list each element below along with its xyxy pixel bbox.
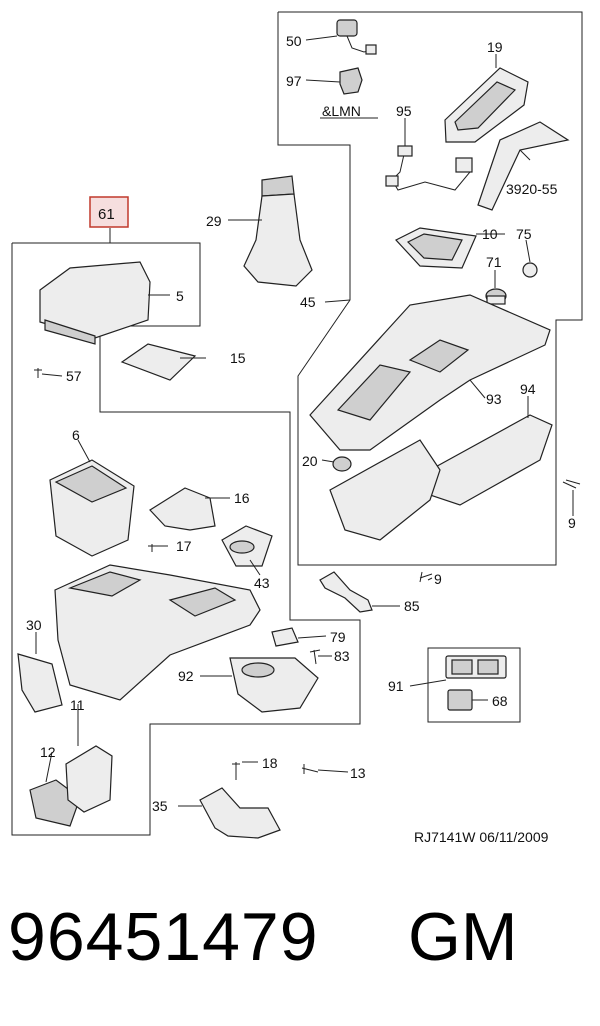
callout-labels: 50 97 &LMN 95 19 3920-55 61 29 10 75 5 7… (26, 33, 576, 845)
side-cover-94-part (429, 414, 553, 506)
callout-16: 16 (234, 490, 250, 506)
clip-79-part (271, 627, 299, 647)
shift-boot-29-part (243, 175, 313, 287)
callout-13: 13 (350, 765, 366, 781)
callout-79: 79 (330, 629, 346, 645)
callout-5: 5 (176, 288, 184, 304)
shift-bezel-19-part (444, 67, 529, 143)
callout-lmn: &LMN (322, 103, 361, 119)
console-93-part (309, 294, 551, 451)
callout-30: 30 (26, 617, 42, 633)
part-number: 96451479 (8, 899, 319, 975)
wire-harness-95-part (385, 145, 473, 191)
callout-15: 15 (230, 350, 246, 366)
drawing-reference: RJ7141W 06/11/2009 (414, 829, 549, 845)
callout-6: 6 (72, 427, 80, 443)
callout-12: 12 (40, 744, 56, 760)
callout-45: 45 (300, 294, 316, 310)
trim-3920-55-part (477, 121, 570, 211)
callout-11: 11 (70, 697, 85, 713)
callout-95: 95 (396, 103, 412, 119)
bracket-85-part (319, 571, 373, 613)
brand-name: GM (408, 899, 518, 975)
screw-57-part (34, 368, 42, 378)
plug-75-part (522, 262, 538, 278)
ring-20-part (332, 456, 352, 472)
callout-68: 68 (492, 693, 508, 709)
armrest-lid-5-part (39, 261, 151, 345)
screw-9a-part (562, 479, 581, 489)
console-lower-part (329, 439, 441, 541)
callout-50: 50 (286, 33, 302, 49)
cup-holder-92-part (229, 657, 319, 713)
ashtray-housing-11-part (65, 745, 113, 813)
callout-85: 85 (404, 598, 420, 614)
callout-18: 18 (262, 755, 278, 771)
highlight-61-box (89, 196, 129, 228)
callout-93: 93 (486, 391, 502, 407)
callout-97: 97 (286, 73, 302, 89)
callout-10: 10 (482, 226, 498, 242)
callout-71: 71 (486, 254, 502, 270)
callout-9-right: 9 (568, 515, 576, 531)
screw-18-part (232, 762, 240, 780)
callout-92: 92 (178, 668, 194, 684)
side-panel-30-part (17, 653, 63, 713)
cup-insert-10-part (395, 227, 477, 269)
screw-83-part (309, 649, 321, 665)
screw-13-part (301, 764, 319, 774)
pad-15-part (120, 343, 197, 381)
callout-20: 20 (302, 453, 318, 469)
callout-29: 29 (206, 213, 222, 229)
leader-lines (35, 35, 574, 807)
bracket-35-part (199, 787, 281, 839)
callout-19: 19 (487, 39, 503, 55)
switch-68-part (447, 689, 473, 711)
storage-bin-6-part (49, 459, 135, 557)
switch-box-frame (427, 647, 521, 723)
connector-50-part (336, 19, 377, 55)
switch-91-part (445, 655, 507, 679)
callout-91: 91 (388, 678, 404, 694)
screw-17-part (148, 544, 156, 552)
callout-43: 43 (254, 575, 270, 591)
callout-9-lower: 9 (434, 571, 442, 587)
callout-35: 35 (152, 798, 168, 814)
socket-71-part (485, 288, 507, 305)
callout-94: 94 (520, 381, 536, 397)
callout-57: 57 (66, 368, 82, 384)
cup-holder-43-part (221, 525, 273, 567)
callout-17: 17 (176, 538, 192, 554)
switch-97-part (339, 67, 363, 95)
callout-3920-55: 3920-55 (506, 181, 558, 197)
callout-83: 83 (334, 648, 350, 664)
bracket-16-part (149, 487, 216, 531)
callout-61: 61 (98, 206, 115, 223)
callout-75: 75 (516, 226, 532, 242)
armrest-group-frame (11, 242, 361, 836)
screw-9b-part (419, 571, 433, 583)
lower-console-part (54, 564, 261, 701)
upper-group-frame (277, 11, 583, 566)
